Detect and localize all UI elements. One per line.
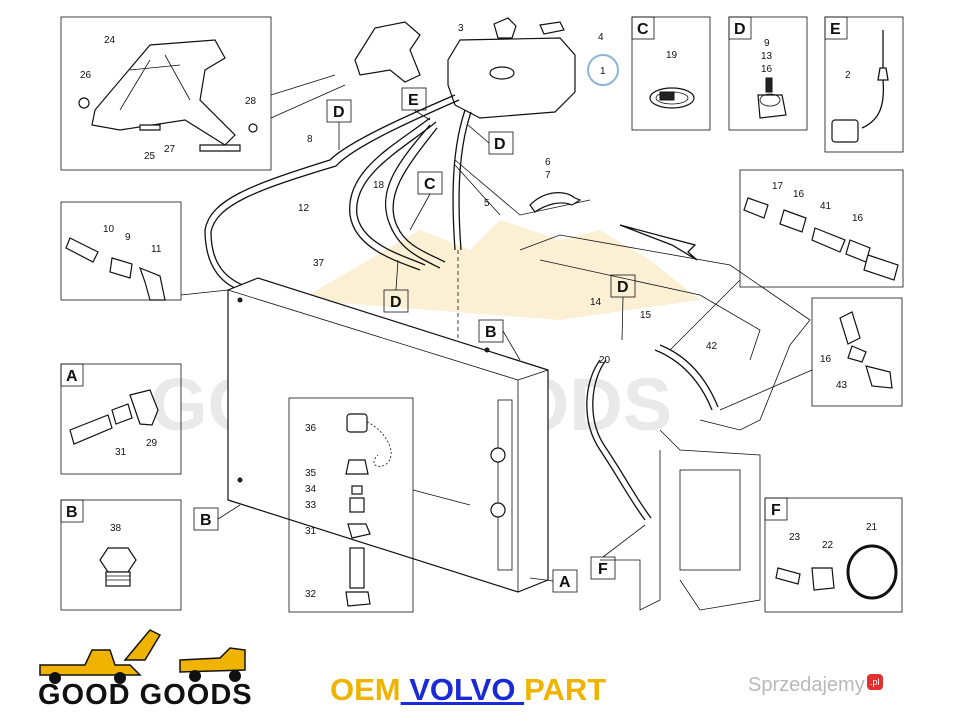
callout-41: 41 [820, 201, 832, 212]
callout-16-b: 16 [852, 213, 864, 224]
callout-14: 14 [590, 297, 602, 308]
tag-e: E [408, 92, 419, 109]
oem-suffix: PART [524, 672, 607, 707]
tag-a: A [559, 574, 571, 591]
tag-d-1: D [333, 104, 345, 121]
watermark-excavator [300, 220, 700, 320]
bracket-detail-box: 24 26 28 25 27 [60, 16, 346, 171]
detail-b-box: B 38 [60, 499, 182, 611]
letter-tags: D E D C D D B B A F [193, 87, 646, 593]
callout-10: 10 [103, 224, 115, 235]
site-name: Sprzedajemy [748, 674, 865, 696]
callout-31-b: 31 [305, 526, 317, 537]
callout-9-d: 9 [764, 38, 770, 49]
detail-a-letter: A [66, 368, 78, 385]
volvo-link[interactable]: VOLVO [400, 672, 525, 707]
callout-42: 42 [706, 341, 718, 352]
detail-c-box: C 19 [631, 16, 711, 131]
callout-11: 11 [151, 244, 162, 255]
callout-6: 6 [545, 157, 551, 168]
tag-b-2: B [200, 512, 212, 529]
callout-32: 32 [305, 589, 317, 600]
radiator [227, 277, 549, 593]
callout-7: 7 [545, 170, 551, 181]
callout-22: 22 [822, 540, 834, 551]
callout-23: 23 [789, 532, 801, 543]
fitting-detail-left: 10 9 11 [60, 201, 229, 301]
engine-block [519, 224, 811, 611]
tag-d-3: D [390, 294, 402, 311]
callout-24: 24 [104, 35, 116, 46]
callout-38: 38 [110, 523, 122, 534]
callout-17: 17 [772, 181, 784, 192]
callout-29: 29 [146, 438, 158, 449]
upper-bracket [354, 21, 421, 83]
callout-37: 37 [313, 258, 325, 269]
callout-16-d: 16 [761, 64, 773, 75]
tag-d-2: D [494, 136, 506, 153]
detail-c-letter: C [637, 21, 649, 38]
callout-16-c: 16 [820, 354, 832, 365]
callout-2: 2 [845, 70, 851, 81]
detail-e-box: E 2 [824, 16, 904, 153]
callout-35: 35 [305, 468, 317, 479]
callout-21: 21 [866, 522, 878, 533]
brand-name: GOOD GOODS [38, 679, 253, 711]
oem-part-banner: OEM VOLVO PART [330, 672, 606, 708]
detail-d-letter: D [734, 21, 746, 38]
callout-36: 36 [305, 423, 317, 434]
tee-detail: 17 16 41 16 [669, 169, 904, 351]
callout-33: 33 [305, 500, 317, 511]
drain-valve-detail: 36 35 34 33 31 32 [288, 397, 471, 613]
callout-12: 12 [298, 203, 310, 214]
callout-1: 1 [600, 66, 606, 77]
callout-26: 26 [80, 70, 92, 81]
callout-18: 18 [373, 180, 385, 191]
callout-circle [587, 54, 619, 86]
callout-43: 43 [836, 380, 848, 391]
detail-a-box: A 31 29 [60, 363, 182, 475]
expansion-tank: 1 3 4 [447, 17, 619, 119]
tag-b-1: B [485, 324, 497, 341]
strap-callout: 6 7 [454, 157, 591, 216]
callout-28: 28 [245, 96, 257, 107]
tag-f: F [598, 561, 608, 578]
detail-b-letter: B [66, 504, 78, 521]
oem-prefix: OEM [330, 672, 401, 707]
callout-20: 20 [599, 355, 611, 366]
callout-27: 27 [164, 144, 176, 155]
tag-c: C [424, 176, 436, 193]
callout-15: 15 [640, 310, 652, 321]
detail-d-box: D 9 13 16 [728, 16, 808, 131]
site-badge: .pl [866, 674, 883, 690]
callout-13: 13 [761, 51, 773, 62]
callout-31: 31 [115, 447, 127, 458]
callout-5: 5 [484, 198, 490, 209]
elbow-detail: 16 43 [719, 297, 903, 411]
callout-9-left: 9 [125, 232, 131, 243]
detail-f-letter: F [771, 502, 781, 519]
good-goods-logo [39, 629, 246, 684]
callout-8: 8 [307, 134, 313, 145]
callout-3: 3 [458, 23, 464, 34]
tag-d-4: D [617, 279, 629, 296]
detail-e-letter: E [830, 21, 841, 38]
callout-19: 19 [666, 50, 678, 61]
callout-34: 34 [305, 484, 317, 495]
site-watermark: Sprzedajemy.pl [748, 674, 883, 697]
detail-f-box: F 23 22 21 [764, 497, 903, 613]
callout-25: 25 [144, 151, 156, 162]
callout-4: 4 [598, 32, 604, 43]
callout-16-a: 16 [793, 189, 805, 200]
